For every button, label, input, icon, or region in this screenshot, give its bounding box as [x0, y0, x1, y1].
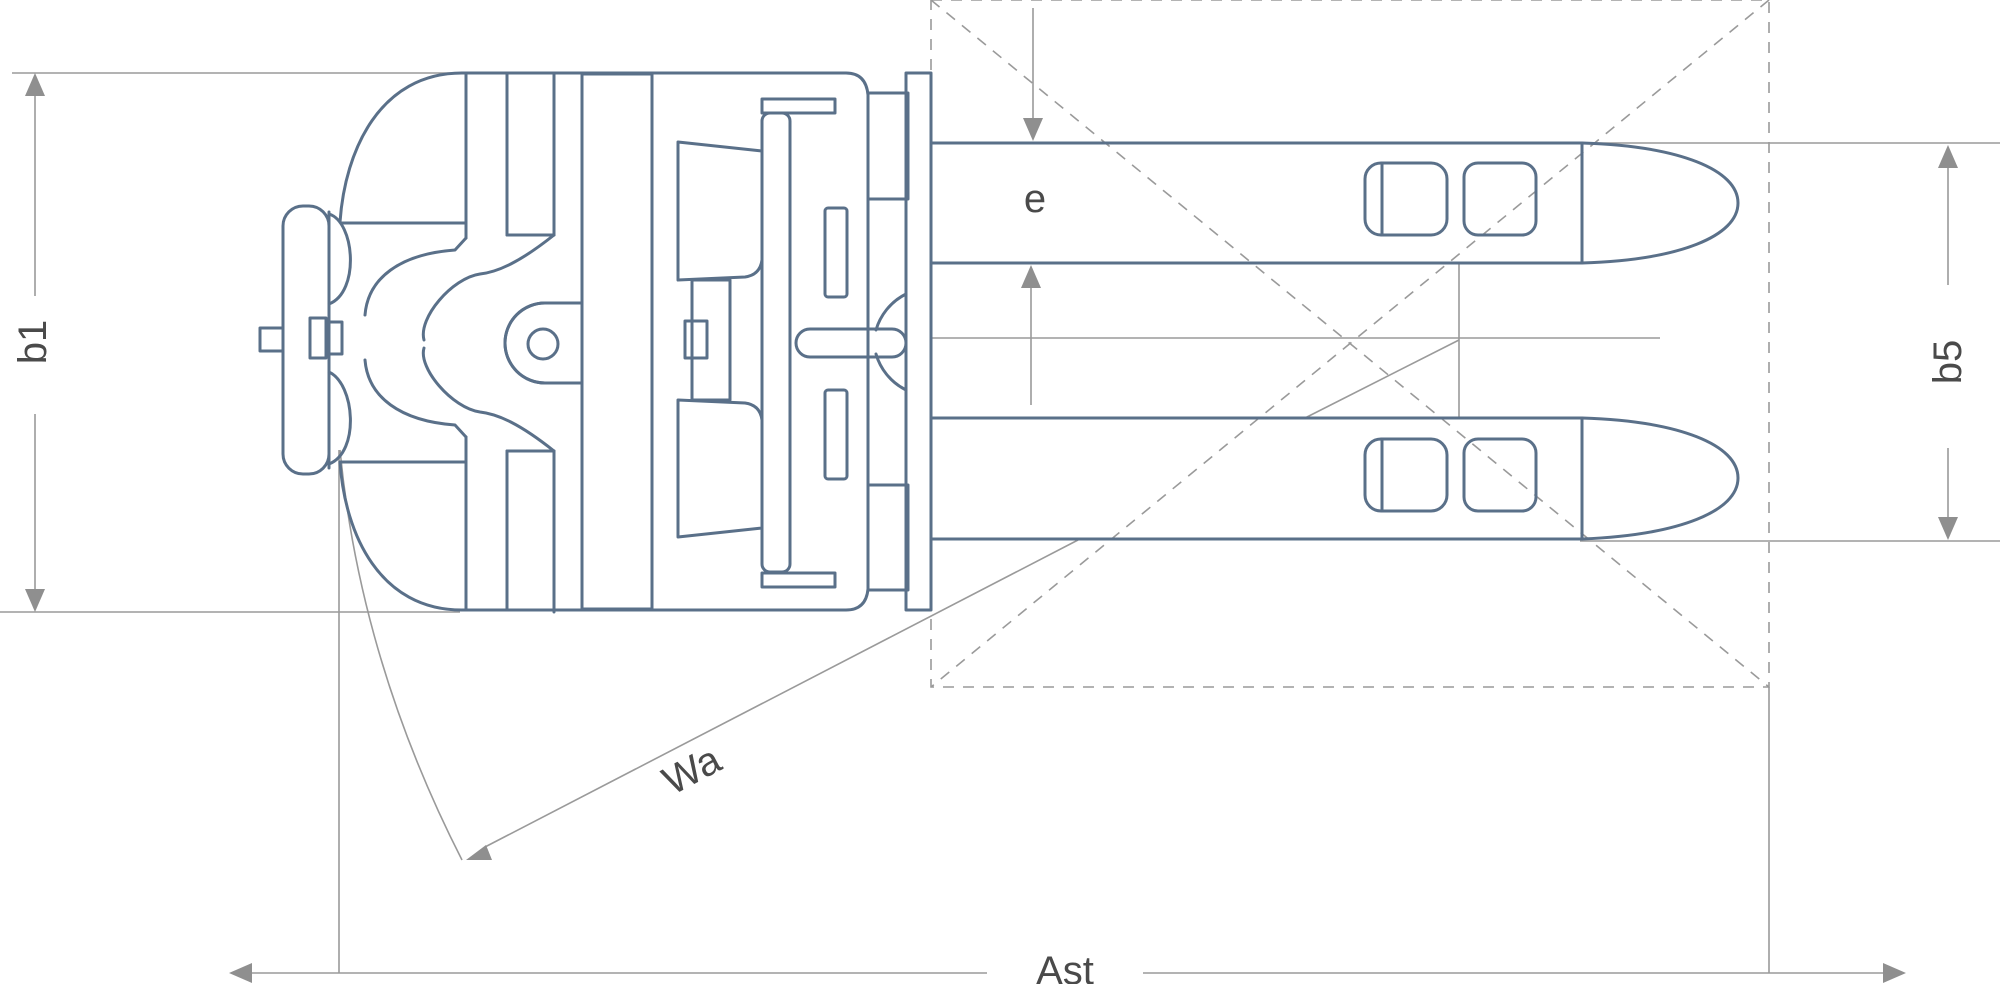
tiller-mechanism: [308, 233, 556, 453]
dimension-label-ast: Ast: [1036, 949, 1094, 984]
e-arrow-down: [1023, 118, 1043, 141]
b5-arrow-down: [1938, 517, 1958, 540]
fork-carriage: [794, 71, 933, 612]
ast-arrow-right: [1883, 963, 1906, 983]
dimension-label-wa: Wa: [656, 737, 729, 804]
wa-arrow: [466, 845, 492, 860]
drive-wheel: [503, 301, 584, 385]
b5-arrow-up: [1938, 145, 1958, 168]
dimension-label-b1: b1: [11, 320, 55, 365]
pallet-outline: [930, 0, 1770, 688]
dimension-lines: [0, 8, 2000, 983]
fork-upper: [929, 141, 1740, 265]
b1-arrow-down: [25, 589, 45, 612]
e-arrow-up: [1021, 265, 1041, 288]
tiller-handle: [258, 204, 352, 476]
fork-lower: [929, 416, 1740, 541]
b1-arrow-up: [25, 73, 45, 96]
dimension-label-e: e: [1024, 177, 1046, 221]
dimension-label-b5: b5: [1926, 340, 1970, 385]
ast-arrow-left: [229, 963, 252, 983]
battery-compartment: [676, 97, 849, 589]
truck-chassis: [338, 71, 870, 614]
